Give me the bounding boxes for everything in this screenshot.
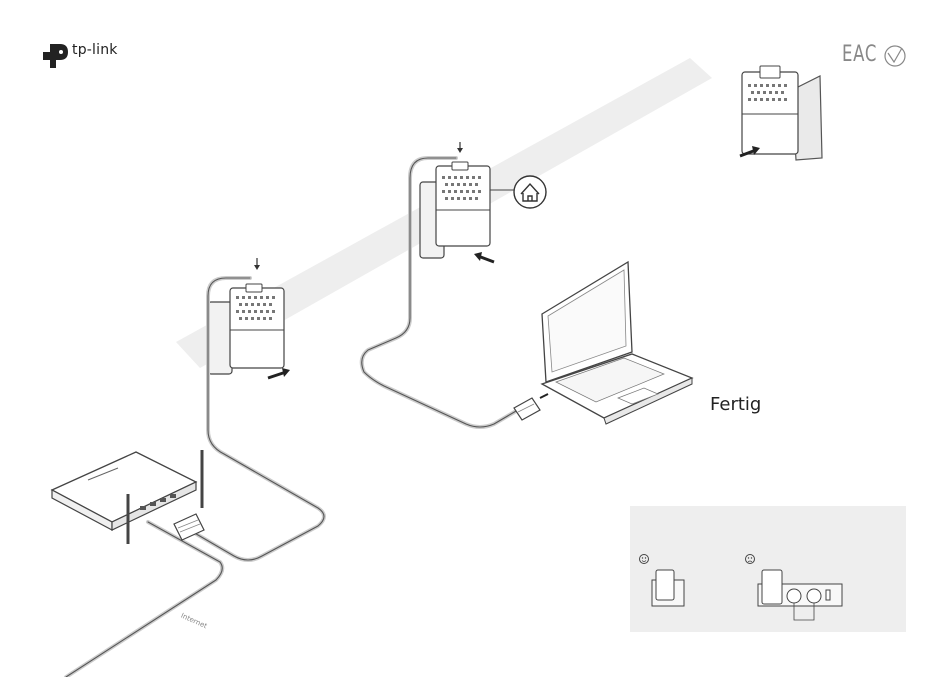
eac-mark: EAC — [842, 42, 877, 67]
laptop — [542, 262, 692, 424]
brand-name: tp-link — [72, 42, 118, 58]
home-icon — [514, 176, 546, 208]
tip-panel — [630, 506, 906, 632]
certification-marks: EAC — [842, 42, 889, 67]
done-label: Fertig — [710, 394, 761, 415]
brand-logo: tp-link — [42, 42, 118, 58]
ethernet-plug-laptop — [514, 394, 548, 420]
powerline-adapter-3 — [740, 66, 822, 160]
